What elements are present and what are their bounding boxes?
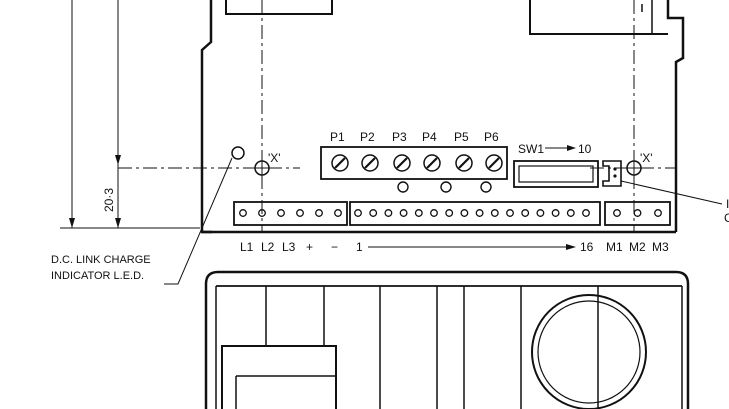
switch-max-label: 10	[578, 142, 592, 156]
terminal-label-m2: M2	[629, 240, 646, 254]
control-terminal-14	[551, 209, 560, 217]
control-terminal-10	[490, 209, 499, 217]
potentiometer-2	[361, 154, 379, 172]
trim-hole-2	[440, 181, 452, 193]
power-terminal-3	[277, 209, 285, 217]
motor-terminal-3	[654, 209, 662, 217]
potentiometer-6	[485, 154, 503, 172]
dc-link-led	[164, 146, 245, 285]
power-terminal-1	[239, 209, 247, 217]
power-terminal-2	[258, 209, 266, 217]
control-terminal-7	[445, 209, 454, 217]
dimension-lines: 20·3	[60, 0, 200, 229]
pot-label-6: P6	[484, 130, 499, 144]
terminal-strip-motor	[604, 201, 671, 226]
switch-sw1: SW1 10	[513, 142, 599, 188]
terminal-label-m1: M1	[606, 240, 623, 254]
dimension-label: 20·3	[102, 188, 116, 212]
control-terminal-4	[399, 209, 408, 217]
led-label-line2: INDICATOR L.E.D.	[51, 270, 144, 282]
trim-hole-1	[397, 181, 409, 193]
potentiometer-block: P1 P2 P3 P4 P5 P6	[320, 130, 508, 193]
control-terminal-2	[369, 209, 378, 217]
pot-label-1: P1	[330, 130, 345, 144]
terminal-label-m3: M3	[652, 240, 669, 254]
control-terminal-9	[475, 209, 484, 217]
terminal-label-minus: −	[331, 240, 338, 254]
control-terminal-16	[582, 209, 590, 217]
pot-label-2: P2	[360, 130, 375, 144]
control-terminal-13	[536, 209, 545, 217]
control-terminal-12	[521, 209, 530, 217]
pot-label-5: P5	[454, 130, 469, 144]
control-terminal-8	[460, 209, 469, 217]
cut-off-label-a: I	[726, 197, 729, 211]
potentiometer-1	[331, 154, 349, 172]
terminal-label-control-end: 16	[580, 240, 594, 254]
pot-label-3: P3	[392, 130, 407, 144]
terminal-labels: L1 L2 L3 + − 1 16 M1 M2 M3	[240, 240, 669, 254]
ref-mark-left-label: 'X'	[268, 151, 281, 165]
control-terminal-15	[566, 209, 575, 217]
control-terminal-6	[430, 209, 438, 217]
cut-off-label-b: C	[724, 211, 729, 225]
terminal-label-plus: +	[306, 240, 313, 254]
ref-mark-left: 'X'	[254, 151, 281, 176]
trim-hole-3	[480, 181, 492, 193]
power-terminal-5	[315, 209, 323, 217]
power-terminal-4	[296, 209, 304, 217]
motor-terminal-1	[613, 209, 621, 217]
ref-mark-right-label: 'X'	[640, 151, 653, 165]
terminal-strip-power	[233, 201, 348, 226]
control-terminal-5	[414, 209, 423, 217]
terminal-label-l2: L2	[261, 240, 275, 254]
led-label-line1: D.C. LINK CHARGE	[51, 254, 151, 266]
terminal-label-l3: L3	[282, 240, 296, 254]
control-terminal-11	[506, 209, 514, 217]
potentiometer-4	[423, 154, 441, 172]
control-terminal-3	[384, 209, 393, 217]
control-terminal-1	[354, 209, 362, 217]
terminal-label-l1: L1	[240, 240, 254, 254]
pot-label-4: P4	[422, 130, 437, 144]
ref-mark-right: 'X'	[626, 151, 653, 176]
potentiometer-3	[393, 154, 411, 172]
lower-section	[204, 270, 690, 409]
jumper-connector: I C	[602, 160, 729, 225]
upper-board	[200, 0, 685, 234]
terminal-label-control-start: 1	[356, 240, 363, 254]
switch-label: SW1	[518, 142, 544, 156]
power-terminal-6	[334, 209, 342, 217]
motor-terminal-2	[633, 209, 642, 217]
potentiometer-5	[455, 154, 473, 172]
terminal-strip-control	[349, 201, 601, 226]
